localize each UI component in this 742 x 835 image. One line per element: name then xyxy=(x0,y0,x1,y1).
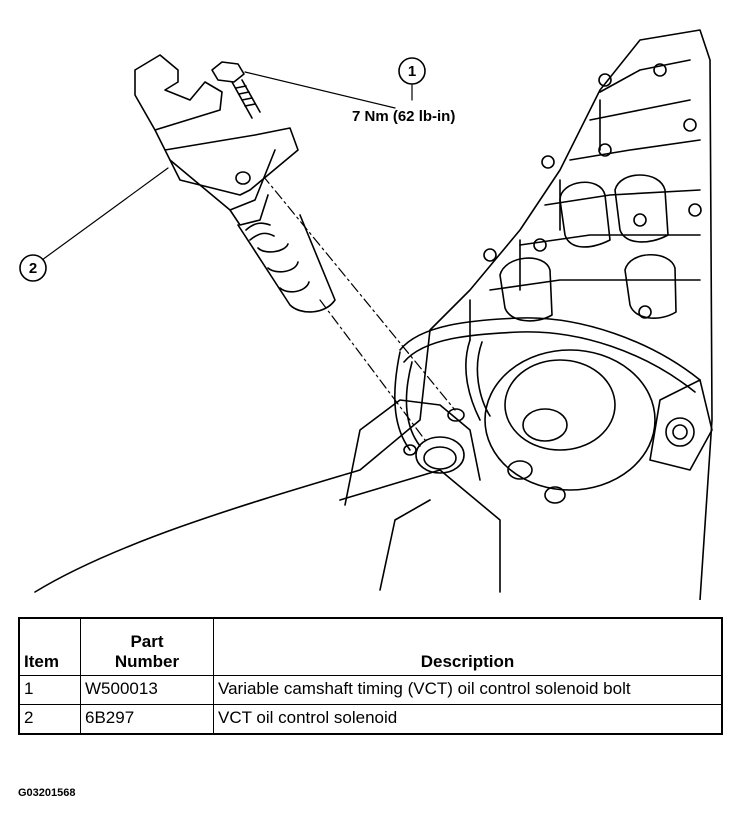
vct-sprocket xyxy=(484,349,656,504)
solenoid-bolt xyxy=(211,61,261,119)
callout-1-number: 1 xyxy=(408,63,416,80)
row-1-item: 1 xyxy=(18,675,81,705)
header-part-number-line1: Part xyxy=(130,632,164,651)
cam-cover-bolts xyxy=(483,63,702,319)
table-row: 1 W500013 Variable camshaft timing (VCT)… xyxy=(18,675,723,705)
camshaft-lobes xyxy=(499,174,677,322)
callout-2-number: 2 xyxy=(29,260,37,277)
callout-1: 1 7 Nm (62 lb-in) xyxy=(352,57,455,125)
torque-label: 7 Nm (62 lb-in) xyxy=(352,108,455,125)
header-part-number-line2: Number xyxy=(114,652,180,671)
parts-table-header: Item Part Number Description xyxy=(18,617,723,676)
alignment-lines xyxy=(249,159,456,441)
figure-id: G03201568 xyxy=(18,787,76,799)
header-part-number: Part Number xyxy=(80,617,214,676)
engine-block xyxy=(34,29,713,600)
callout-2: 2 xyxy=(19,254,47,282)
solenoid-bore xyxy=(403,408,465,474)
row-2-item: 2 xyxy=(18,704,81,735)
parts-table: Item Part Number Description 1 W500013 V… xyxy=(18,617,723,735)
row-1-part-number: W500013 xyxy=(80,675,214,705)
header-item: Item xyxy=(18,617,81,676)
callout-leaders xyxy=(41,71,413,261)
row-2-part-number: 6B297 xyxy=(80,704,214,735)
vct-oil-control-solenoid xyxy=(134,54,336,313)
row-1-description: Variable camshaft timing (VCT) oil contr… xyxy=(213,675,723,705)
engine-illustration: 1 7 Nm (62 lb-in) 2 xyxy=(19,29,713,600)
table-row: 2 6B297 VCT oil control solenoid xyxy=(18,704,723,735)
header-description: Description xyxy=(213,617,723,676)
row-2-description: VCT oil control solenoid xyxy=(213,704,723,735)
timing-chain xyxy=(394,317,701,451)
